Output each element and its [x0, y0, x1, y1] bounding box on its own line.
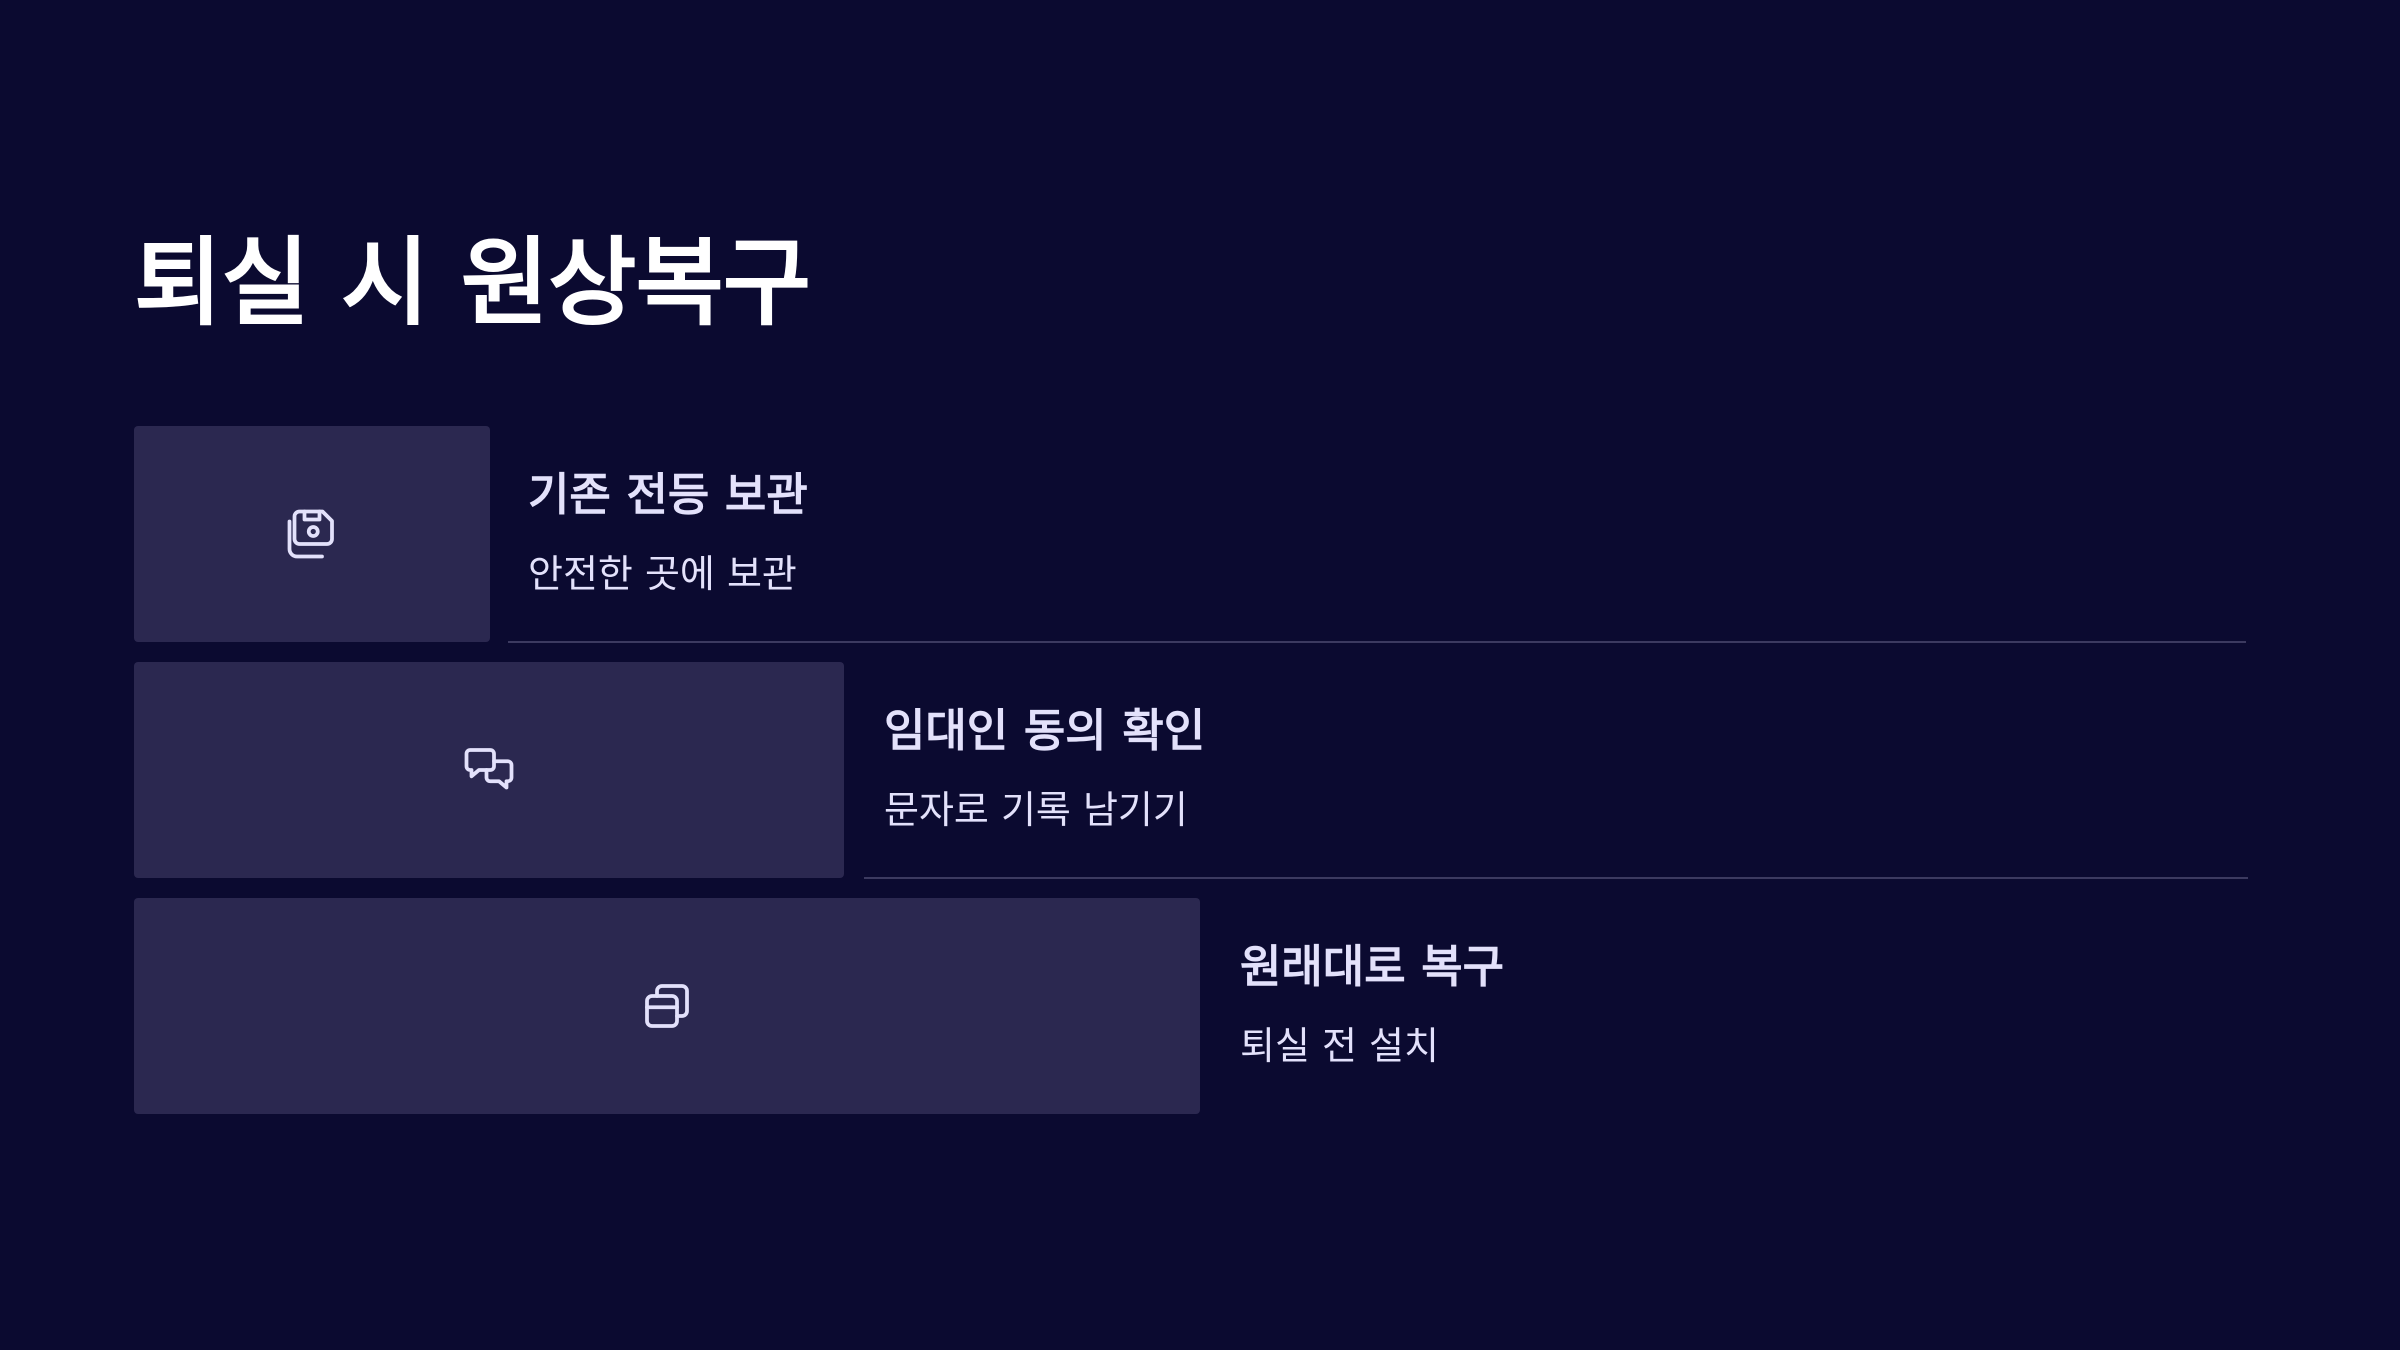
- step-3-heading: 원래대로 복구: [1240, 940, 1505, 993]
- step-landlord-consent: 임대인 동의 확인 문자로 기록 남기기: [134, 662, 2248, 879]
- step-2-icon-box: [134, 662, 844, 878]
- step-1-heading: 기존 전등 보관: [528, 468, 808, 521]
- step-1-description: 안전한 곳에 보관: [528, 552, 797, 596]
- step-2-description: 문자로 기록 남기기: [884, 788, 1188, 832]
- chat-icon: [459, 740, 519, 800]
- step-1-icon-box: [134, 426, 490, 642]
- step-2-heading: 임대인 동의 확인: [884, 704, 1206, 757]
- step-store-existing-light: 기존 전등 보관 안전한 곳에 보관: [134, 426, 2246, 643]
- page-title: 퇴실 시 원상복구: [134, 227, 811, 339]
- step-2-divider: [864, 877, 2248, 879]
- save-icon: [282, 504, 342, 564]
- step-3-description: 퇴실 전 설치: [1240, 1024, 1439, 1068]
- step-1-divider: [508, 641, 2246, 643]
- step-3-icon-box: [134, 898, 1200, 1114]
- copy-icon: [637, 976, 697, 1036]
- step-restore-original: 원래대로 복구 퇴실 전 설치: [134, 898, 2246, 1114]
